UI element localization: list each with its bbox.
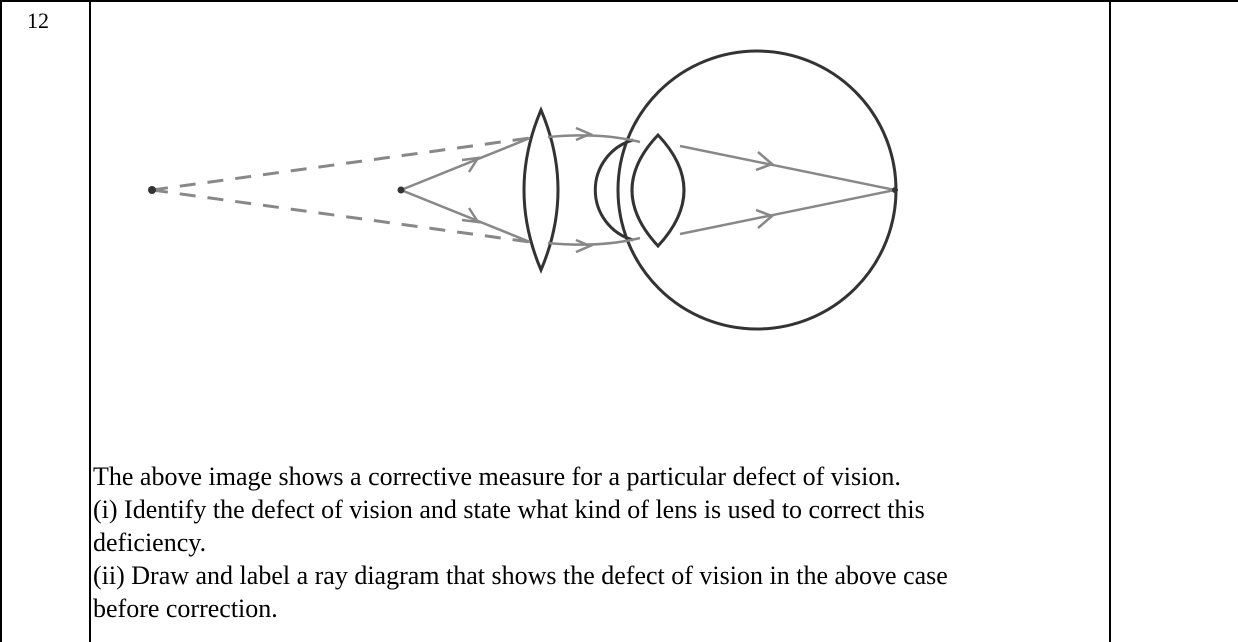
table-top-border bbox=[0, 0, 1238, 2]
virtual-ray-lower bbox=[151, 188, 531, 244]
question-line-4: (ii) Draw and label a ray diagram that s… bbox=[93, 561, 948, 590]
ray-arrow-upper-2 bbox=[575, 126, 594, 142]
ray-mid-upper bbox=[547, 134, 641, 144]
cornea bbox=[593, 138, 634, 242]
ray-arrow-lower-1 bbox=[461, 207, 481, 224]
ray-retina-lower bbox=[679, 188, 896, 236]
object-point-far bbox=[148, 186, 156, 194]
virtual-ray-upper bbox=[151, 136, 531, 192]
question-line-5: before correction. bbox=[93, 594, 278, 623]
object-point-near bbox=[397, 186, 405, 194]
image-point-retina bbox=[892, 187, 898, 193]
ray-arrow-upper-3 bbox=[755, 151, 775, 172]
question-text: The above image shows a corrective measu… bbox=[93, 460, 1103, 625]
ray-retina-upper bbox=[679, 144, 896, 192]
corrective-convex-lens bbox=[522, 106, 560, 274]
ray-near-upper bbox=[400, 136, 531, 192]
question-number: 12 bbox=[27, 8, 49, 33]
ray-arrow-upper-1 bbox=[461, 156, 481, 173]
eye-correction-diagram bbox=[148, 49, 898, 331]
ray-arrow-lower-3 bbox=[755, 208, 775, 229]
ray-near-lower bbox=[400, 188, 531, 244]
question-line-3: deficiency. bbox=[93, 528, 207, 557]
question-line-1: The above image shows a corrective measu… bbox=[93, 462, 901, 491]
table-left-border bbox=[0, 0, 2, 642]
eyeball bbox=[616, 49, 898, 331]
column-divider-marks bbox=[1109, 0, 1111, 642]
question-line-2: (i) Identify the defect of vision and st… bbox=[93, 495, 925, 524]
eye-lens bbox=[630, 132, 686, 249]
ray-mid-lower bbox=[547, 236, 641, 246]
column-divider-number bbox=[89, 0, 91, 642]
ray-arrow-lower-2 bbox=[575, 238, 594, 254]
